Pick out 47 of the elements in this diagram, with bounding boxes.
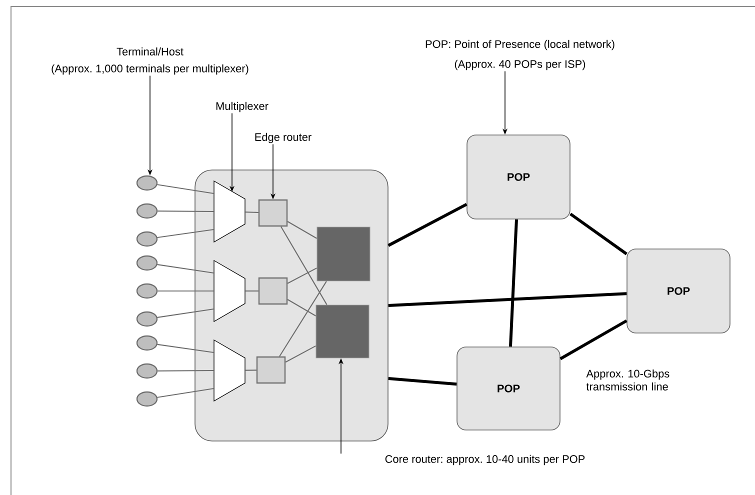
- pop-box: POP: [626, 248, 730, 334]
- link-line: [560, 319, 628, 360]
- connection-line: [157, 228, 214, 238]
- terminal-circle: [136, 231, 158, 247]
- annotation-text: POP: Point of Presence (local network) (Approx. 40 POPs per ISP): [426, 40, 614, 70]
- edge-router-box: [256, 356, 286, 384]
- annotation-text: Multiplexer: [216, 102, 268, 112]
- connection-line: [158, 370, 214, 372]
- terminal-circle: [136, 283, 158, 299]
- connection-line: [245, 370, 256, 371]
- connection-line: [245, 211, 258, 214]
- annotation-text: Edge router: [255, 132, 312, 144]
- connection-line: [157, 344, 214, 354]
- connection-line: [280, 226, 328, 305]
- connection-line: [158, 210, 214, 212]
- core-router-box: [316, 304, 370, 358]
- connection-line: [158, 290, 214, 292]
- connection-line: [157, 264, 214, 274]
- terminal-circle: [136, 203, 158, 219]
- connection-line: [287, 268, 317, 284]
- link-line: [388, 377, 457, 386]
- connection-line: [157, 184, 214, 194]
- link-line: [570, 212, 628, 256]
- pop-box: POP: [456, 346, 560, 430]
- terminal-circle: [136, 311, 158, 327]
- terminal-circle: [136, 335, 158, 351]
- connection-line: [245, 290, 258, 292]
- annotation-text: Core router: approx. 10-40 units per POP: [385, 454, 585, 466]
- connection-line: [285, 345, 316, 363]
- link-line: [508, 219, 518, 347]
- core-router-box: [316, 226, 370, 282]
- terminal-circle: [136, 363, 158, 379]
- terminal-circle: [136, 391, 158, 407]
- link-line: [388, 292, 627, 307]
- edge-router-box: [258, 277, 288, 305]
- connection-line: [287, 299, 316, 316]
- connection-line: [287, 221, 317, 239]
- connection-line: [279, 281, 327, 357]
- link-line: [388, 202, 468, 247]
- connection-line: [157, 308, 214, 318]
- annotation-text: Terminal/Host (Approx. 1,000 terminals per multiplexer): [52, 47, 248, 75]
- edge-router-box: [258, 199, 288, 227]
- pop-box: POP: [466, 134, 570, 220]
- terminal-circle: [136, 255, 158, 271]
- connection-line: [157, 388, 214, 398]
- annotation-text: Approx. 10-Gbps transmission line: [586, 370, 670, 390]
- terminal-circle: [136, 175, 158, 191]
